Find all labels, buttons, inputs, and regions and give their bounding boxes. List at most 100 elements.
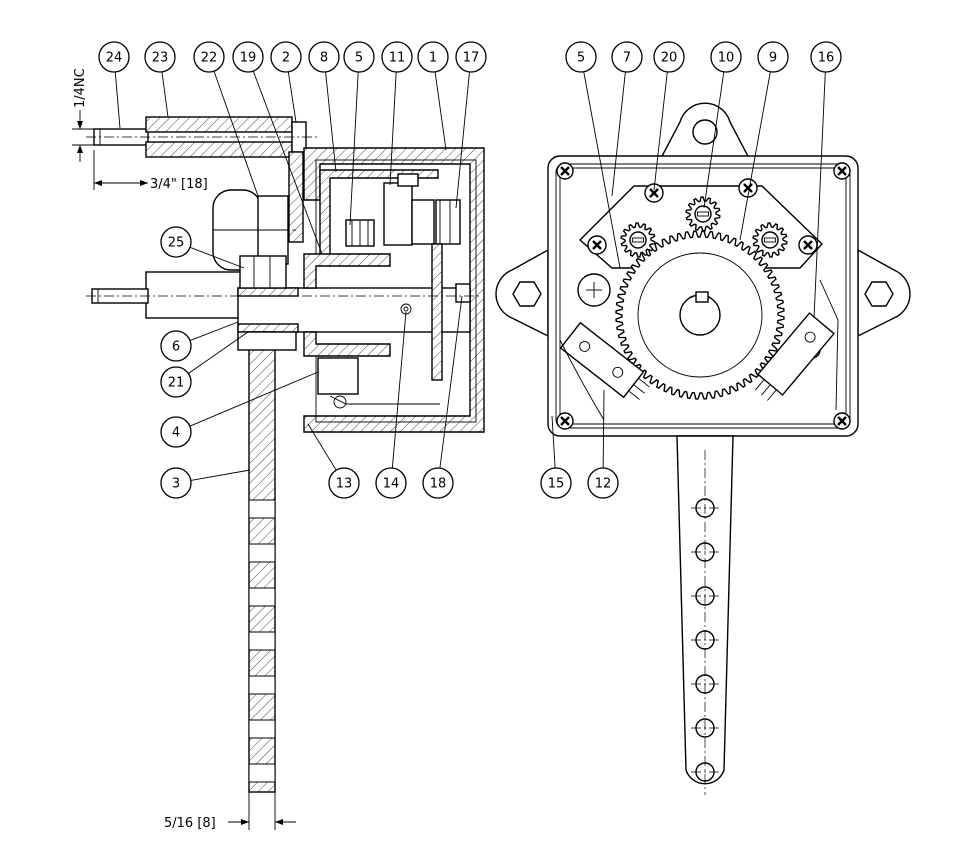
callout-22: 22 bbox=[193, 41, 225, 73]
callout-leader bbox=[583, 71, 621, 269]
callout-leader bbox=[252, 70, 323, 255]
corner-screw-1 bbox=[556, 162, 574, 180]
callout-number: 10 bbox=[718, 51, 735, 66]
ear-bolt-top bbox=[692, 119, 718, 145]
bushing-bottom bbox=[237, 323, 299, 333]
callout-number: 2 bbox=[282, 51, 290, 66]
switch-bracket bbox=[559, 339, 605, 421]
callout-leader bbox=[602, 389, 605, 469]
callout-4: 4 bbox=[160, 416, 192, 448]
bushing-top bbox=[237, 287, 299, 297]
arm-clamp bbox=[237, 331, 297, 351]
threaded-stud bbox=[93, 128, 149, 146]
spacer-bottom-wall bbox=[145, 141, 293, 158]
callout-number: 25 bbox=[168, 236, 185, 251]
arm-hole-slot bbox=[248, 587, 276, 607]
housing-section bbox=[303, 147, 485, 433]
hub-lower bbox=[303, 331, 391, 357]
callout-number: 11 bbox=[389, 51, 406, 66]
callout-24: 24 bbox=[98, 41, 130, 73]
callout-2: 2 bbox=[270, 41, 302, 73]
callout-number: 1 bbox=[429, 51, 437, 66]
callout-18: 18 bbox=[422, 467, 454, 499]
callout-number: 4 bbox=[172, 426, 180, 441]
callout-number: 16 bbox=[818, 51, 835, 66]
callout-leader bbox=[551, 415, 556, 469]
arm-thickness-dimension: 5/16 [8] bbox=[164, 816, 216, 831]
callout-leader bbox=[813, 71, 826, 319]
limit-switch bbox=[317, 357, 359, 395]
plate-screw-right bbox=[798, 235, 818, 255]
callout-21: 21 bbox=[160, 366, 192, 398]
callout-15: 15 bbox=[540, 467, 572, 499]
callout-8: 8 bbox=[308, 41, 340, 73]
arm-hole-slot bbox=[248, 675, 276, 695]
callout-23: 23 bbox=[144, 41, 176, 73]
callout-leader bbox=[703, 71, 725, 209]
gear-cap bbox=[397, 173, 419, 187]
callout-20: 20 bbox=[653, 41, 685, 73]
arm-hole-slots bbox=[248, 499, 276, 783]
gear-shaft-block bbox=[411, 199, 435, 245]
callout-9: 9 bbox=[757, 41, 789, 73]
callout-number: 21 bbox=[168, 376, 185, 391]
callout-5: 5 bbox=[343, 41, 375, 73]
callout-6: 6 bbox=[160, 330, 192, 362]
callout-19: 19 bbox=[232, 41, 264, 73]
hub-key bbox=[695, 291, 709, 303]
shaft-housing bbox=[145, 271, 243, 319]
callout-leader bbox=[287, 71, 297, 123]
callout-leader bbox=[439, 295, 463, 469]
callout-number: 12 bbox=[595, 477, 612, 492]
callout-leader bbox=[391, 311, 407, 469]
callout-leader bbox=[188, 331, 249, 374]
housing-front-inner bbox=[555, 163, 851, 429]
callout-number: 15 bbox=[548, 477, 565, 492]
callout-number: 5 bbox=[577, 51, 585, 66]
callout-leader bbox=[213, 70, 259, 197]
callout-number: 20 bbox=[661, 51, 678, 66]
arm-hole-slot bbox=[248, 719, 276, 739]
callout-1: 1 bbox=[417, 41, 449, 73]
pinion-screw-left bbox=[629, 231, 647, 249]
callout-13: 13 bbox=[328, 467, 360, 499]
callout-17: 17 bbox=[455, 41, 487, 73]
stud-length-dimension: 3/4" [18] bbox=[150, 177, 208, 192]
callout-leader bbox=[114, 71, 121, 129]
spacer-top-wall bbox=[145, 116, 293, 133]
callout-16: 16 bbox=[810, 41, 842, 73]
callout-11: 11 bbox=[381, 41, 413, 73]
callout-3: 3 bbox=[160, 467, 192, 499]
pinion-screw-center bbox=[694, 205, 712, 223]
callout-leader bbox=[189, 371, 319, 427]
lever-arm bbox=[676, 435, 734, 785]
callout-number: 14 bbox=[383, 477, 400, 492]
callout-7: 7 bbox=[611, 41, 643, 73]
gear-web bbox=[637, 252, 763, 378]
callout-leader bbox=[161, 71, 169, 118]
hub-upper bbox=[303, 253, 391, 289]
callout-25: 25 bbox=[160, 226, 192, 258]
coupling-25 bbox=[239, 255, 287, 289]
callout-number: 3 bbox=[172, 477, 180, 492]
switch-roller bbox=[333, 395, 347, 409]
gear-stack bbox=[383, 182, 413, 246]
callout-leader bbox=[349, 71, 359, 226]
callout-number: 18 bbox=[430, 477, 447, 492]
thread-dimension: 1/4NC bbox=[73, 68, 88, 108]
plate-screw-top-right bbox=[738, 178, 758, 198]
callout-leader bbox=[434, 71, 447, 151]
plate-screw-top bbox=[644, 183, 664, 203]
callout-leader bbox=[307, 423, 337, 471]
pinion-screws bbox=[629, 205, 779, 249]
callout-number: 8 bbox=[320, 51, 328, 66]
callout-leader bbox=[189, 321, 239, 342]
callout-leader bbox=[611, 71, 626, 197]
callout-number: 5 bbox=[355, 51, 363, 66]
corner-screw-4 bbox=[833, 412, 851, 430]
gear-edge bbox=[431, 243, 443, 381]
section-view: 1/4NC 3/4" [18] 5/16 [8] bbox=[72, 68, 485, 831]
callout-leader bbox=[389, 71, 397, 186]
callout-number: 24 bbox=[106, 51, 123, 66]
